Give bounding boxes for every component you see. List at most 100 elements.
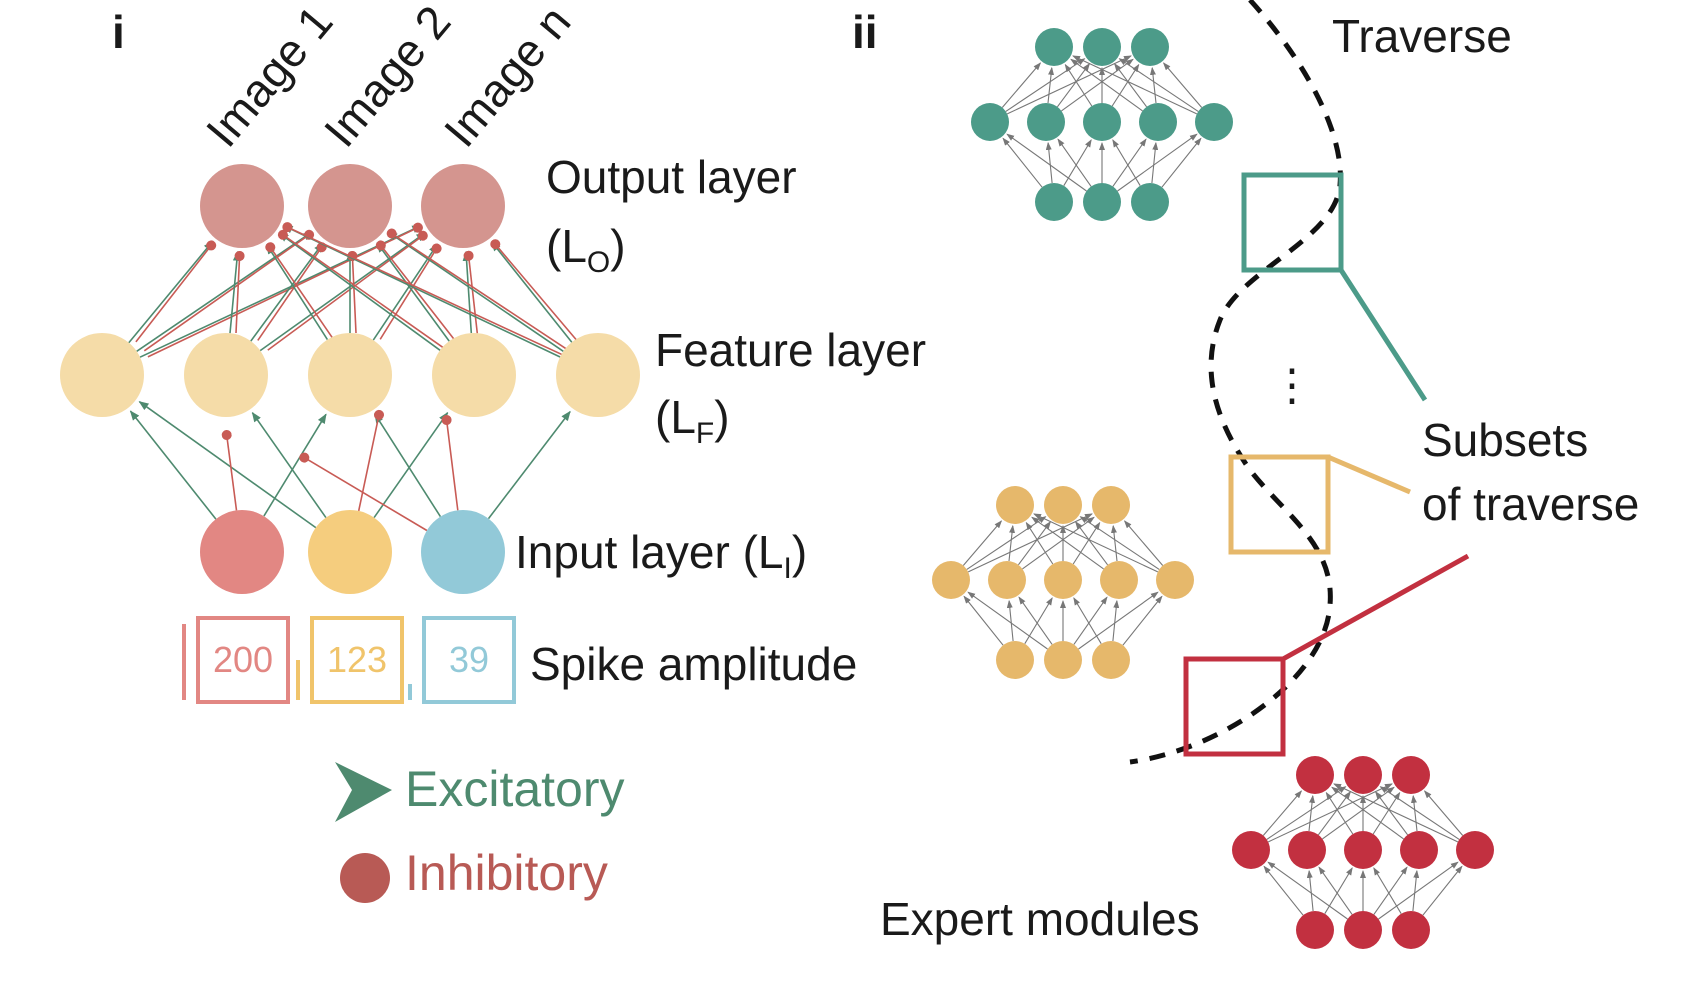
inhibitory-connection <box>299 452 428 532</box>
module-node <box>1344 831 1382 869</box>
module-node <box>1344 911 1382 949</box>
input-node-red <box>200 510 284 594</box>
module-node <box>1232 831 1270 869</box>
module-node <box>1296 756 1334 794</box>
input-to-feature-connections <box>129 401 571 532</box>
module-connection <box>1033 513 1159 573</box>
module-connection <box>1075 520 1109 566</box>
module-connection <box>1267 783 1393 843</box>
module-connection <box>1072 521 1101 565</box>
module-connection <box>1378 861 1459 920</box>
module-connection <box>1002 137 1043 188</box>
feature-node-2 <box>184 333 268 417</box>
module-connection <box>1262 790 1303 836</box>
inhibitory-connection <box>135 240 217 343</box>
excitatory-connection <box>129 410 217 520</box>
module-connection <box>1024 597 1053 644</box>
module-node <box>1044 561 1082 599</box>
module-connection <box>1263 865 1304 916</box>
module-connection <box>1161 137 1202 188</box>
module-node <box>1083 183 1121 221</box>
module-connection <box>1412 869 1420 912</box>
module-node <box>1195 103 1233 141</box>
module-connection <box>1112 138 1147 187</box>
module-connection <box>963 595 1004 646</box>
input-node-yellow <box>308 510 392 594</box>
subset-connector-teal <box>1338 268 1428 402</box>
module-connection <box>1317 790 1351 836</box>
legend-excitatory: Excitatory <box>405 761 625 817</box>
module-connection <box>1373 866 1408 915</box>
subsets-label-line2: of traverse <box>1422 478 1639 530</box>
module-node <box>988 561 1026 599</box>
module-connection <box>1379 786 1460 840</box>
excitatory-connection <box>259 232 427 352</box>
module-connection <box>1018 596 1053 645</box>
expert-module-red <box>1232 756 1494 949</box>
module-connection <box>1372 791 1401 835</box>
module-connection <box>1324 867 1353 914</box>
inhibitory-connection <box>463 250 479 334</box>
module-node <box>1400 831 1438 869</box>
panel-ii-label: ii <box>852 6 878 58</box>
module-connection <box>1079 516 1160 570</box>
excitatory-connection <box>278 232 441 351</box>
module-connection <box>1070 58 1143 112</box>
module-connection <box>1308 794 1316 832</box>
spike-value-200: 200 <box>213 639 273 680</box>
traverse-path <box>1129 0 1343 765</box>
excitatory-connection <box>374 412 442 518</box>
module-connection <box>1373 867 1402 914</box>
inhibitory-connection <box>375 240 457 343</box>
module-connection <box>1123 520 1164 566</box>
excitatory-arrow-icon <box>335 762 392 822</box>
excitatory-connection <box>136 231 313 352</box>
module-node <box>1083 28 1121 66</box>
excitatory-connection <box>128 240 214 344</box>
module-connection <box>1423 790 1464 836</box>
module-connection <box>1073 596 1108 645</box>
module-node <box>1156 561 1194 599</box>
spike-amplitude-blue: 39 <box>408 616 516 704</box>
module-connection <box>1006 55 1132 115</box>
inhibitory-connection <box>267 230 428 351</box>
module-connection <box>1318 866 1353 915</box>
inhibitory-connection <box>379 243 442 340</box>
inhibitory-connection <box>265 242 335 341</box>
module-connection <box>967 513 1093 573</box>
subset-connector-red <box>1281 553 1470 662</box>
module-connection <box>1110 524 1118 562</box>
module-connection <box>1072 55 1198 115</box>
module-connection <box>1078 591 1159 650</box>
module-connection <box>1267 861 1348 920</box>
subset-box-red <box>1183 656 1286 757</box>
output-node-2 <box>308 164 392 248</box>
spike-value-39: 39 <box>449 639 489 680</box>
output-layer-symbol: (LO) <box>546 220 626 279</box>
module-connection <box>1056 62 1090 108</box>
output-node-1 <box>200 164 284 248</box>
excitatory-connection <box>139 224 423 358</box>
panel-i-label: i <box>112 6 125 58</box>
module-connection <box>967 591 1048 650</box>
image-n-label: Image n <box>434 0 581 156</box>
module-node <box>1100 561 1138 599</box>
module-node <box>1044 641 1082 679</box>
module-connection <box>1162 62 1203 108</box>
module-node <box>1044 486 1082 524</box>
excitatory-connection <box>491 241 573 343</box>
module-connection <box>962 520 1003 566</box>
output-layer-label: Output layer <box>546 151 797 203</box>
module-connection <box>1325 791 1354 835</box>
module-connection <box>1122 595 1163 646</box>
module-node <box>1092 641 1130 679</box>
excitatory-connection <box>266 243 329 341</box>
excitatory-connection <box>372 243 439 341</box>
module-connection <box>1017 520 1051 566</box>
inhibitory-connection <box>386 228 572 353</box>
module-connection <box>1064 63 1093 107</box>
subset-box-gold <box>1228 454 1331 555</box>
inhibitory-connection <box>490 239 580 344</box>
image-2-label: Image 2 <box>314 0 461 156</box>
subsets-label-line1: Subsets <box>1422 414 1588 466</box>
